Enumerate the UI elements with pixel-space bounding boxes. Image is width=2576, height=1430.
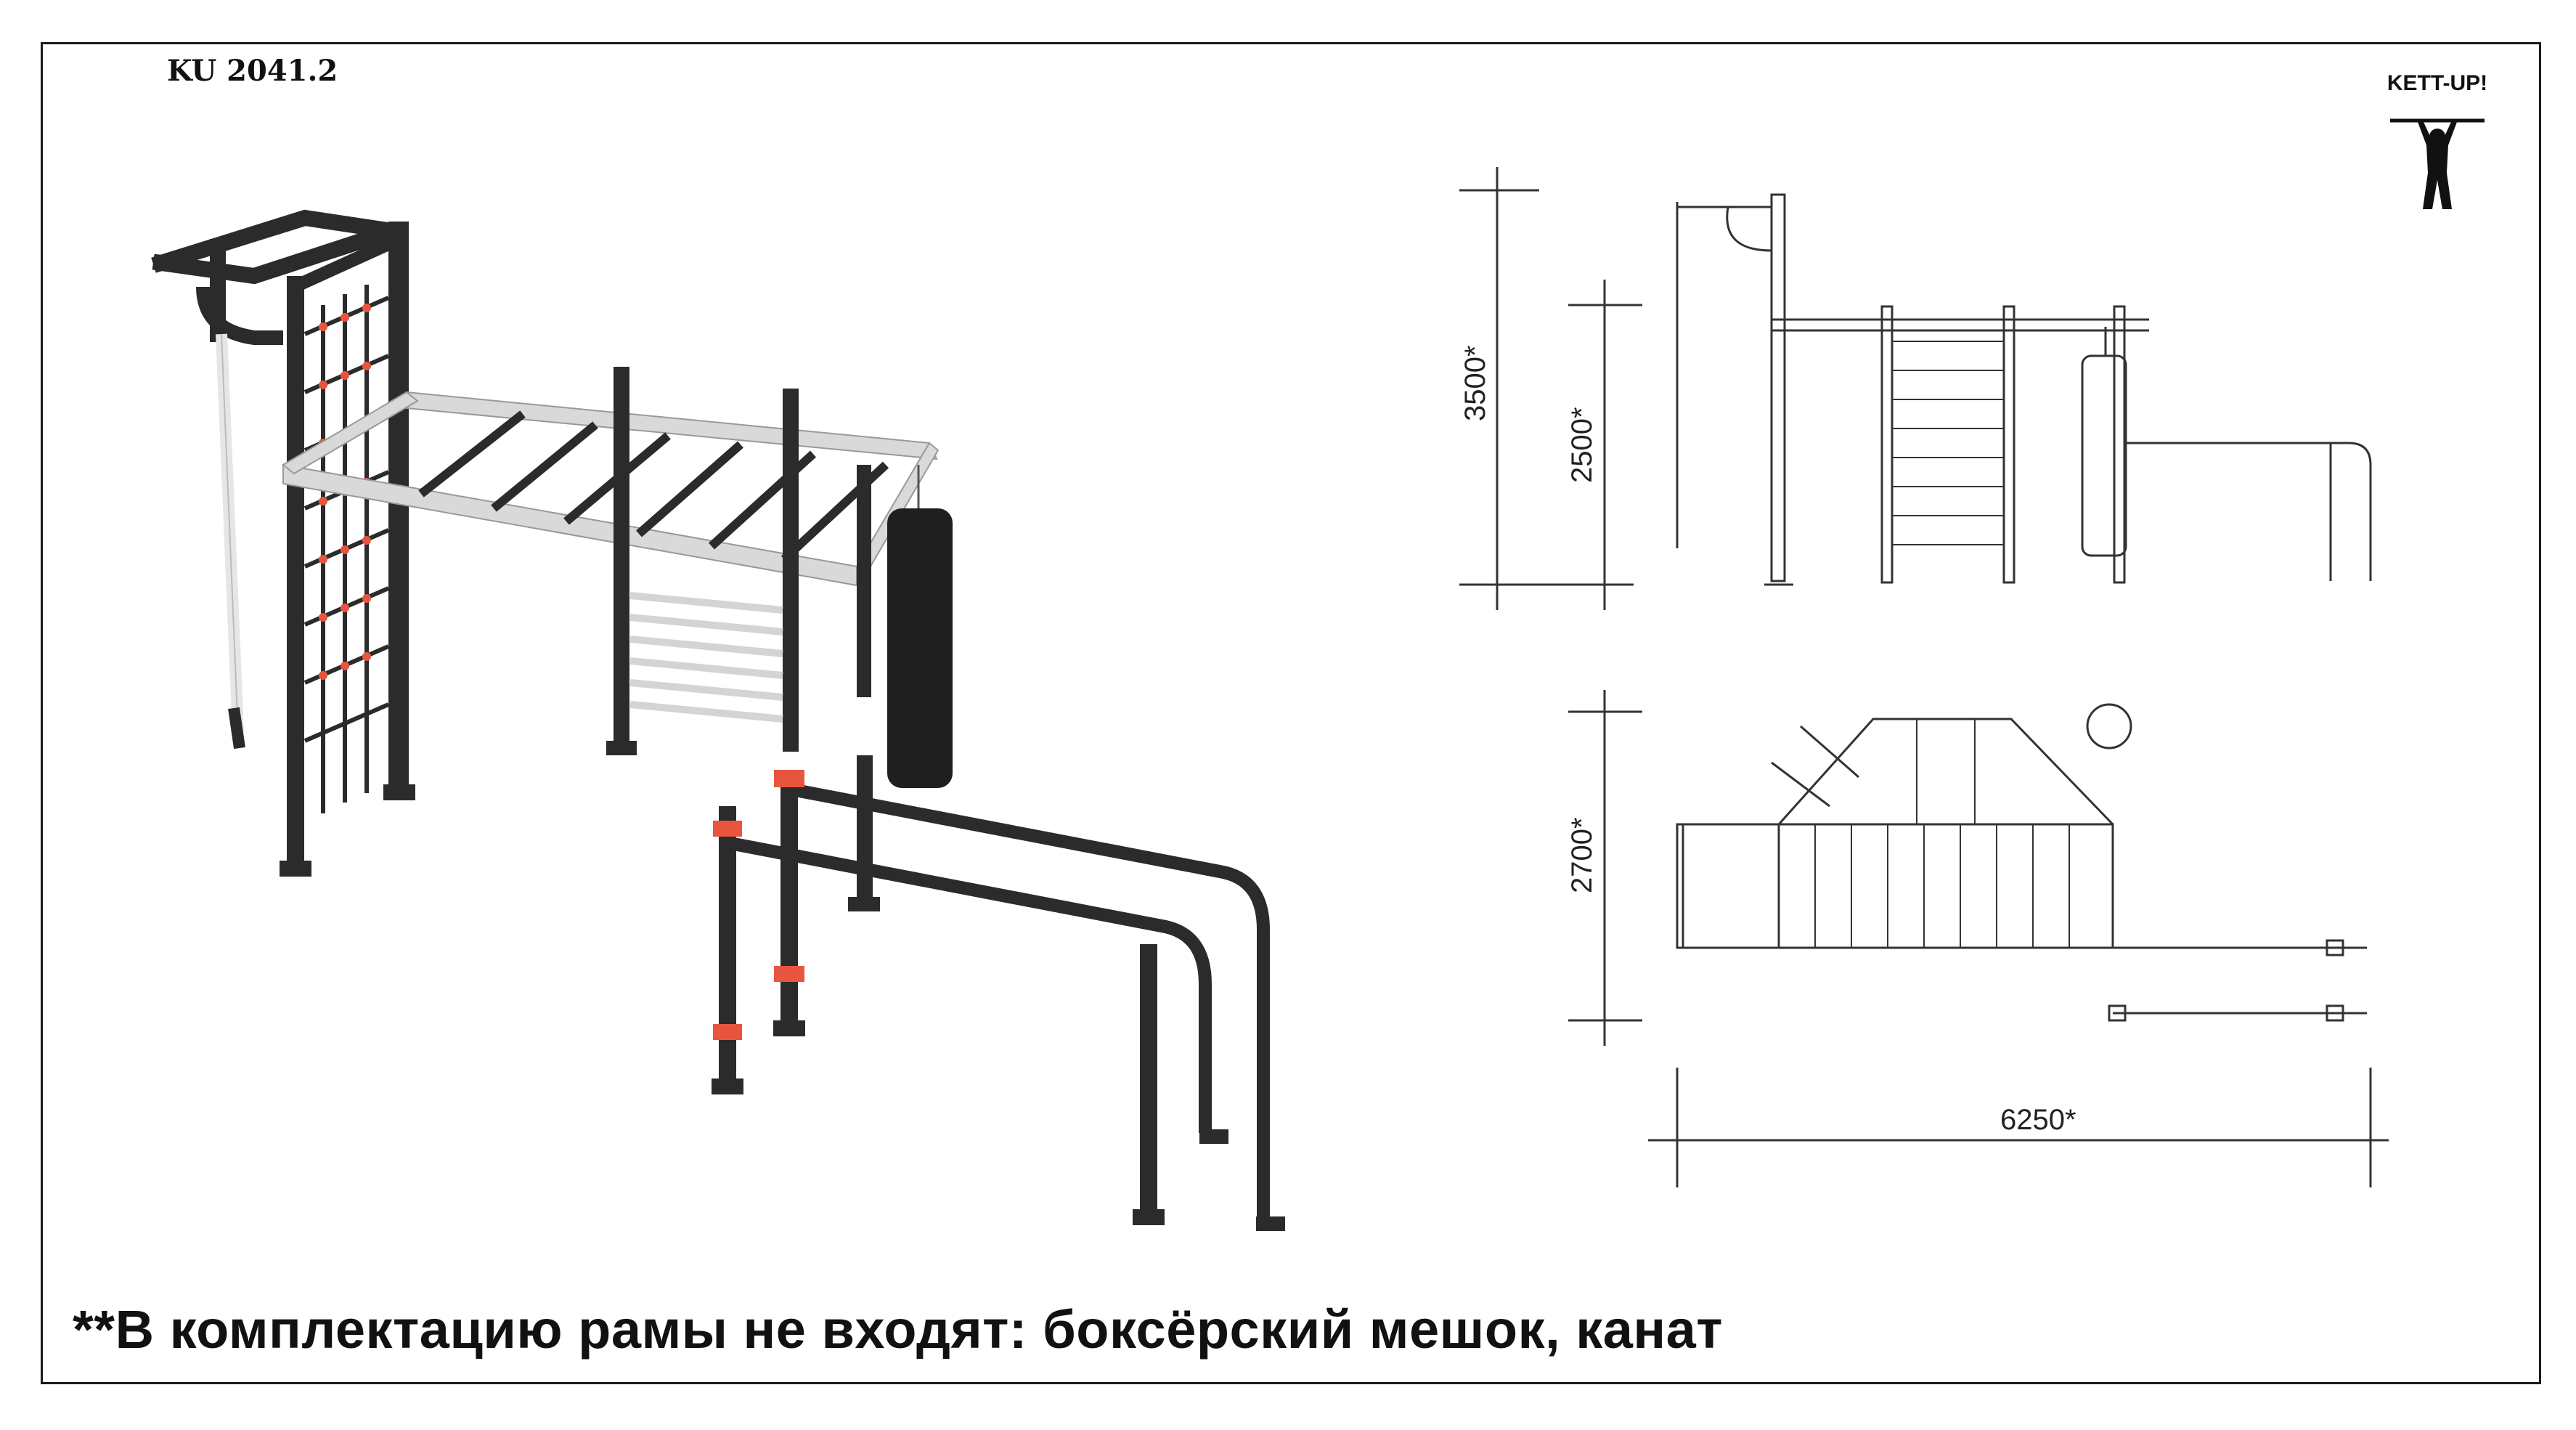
product-code: KU 2041.2	[167, 54, 338, 88]
isometric-render	[151, 209, 1285, 1231]
footnote: **В комплектацию рамы не входят: боксёрс…	[73, 1299, 1724, 1360]
side-elevation	[1459, 167, 2372, 610]
brand-logo: KETT-UP!	[2354, 71, 2521, 216]
dim-length: 6250*	[2000, 1104, 2076, 1136]
drawing-sheet	[41, 42, 2541, 1384]
athlete-silhouette-icon	[2390, 118, 2485, 209]
dim-depth: 2700*	[1566, 817, 1598, 893]
dim-height-total: 3500*	[1459, 345, 1491, 421]
plan-view	[1568, 690, 2389, 1187]
brand-logo-text: KETT-UP!	[2387, 71, 2488, 95]
dim-height-bar: 2500*	[1566, 407, 1598, 483]
